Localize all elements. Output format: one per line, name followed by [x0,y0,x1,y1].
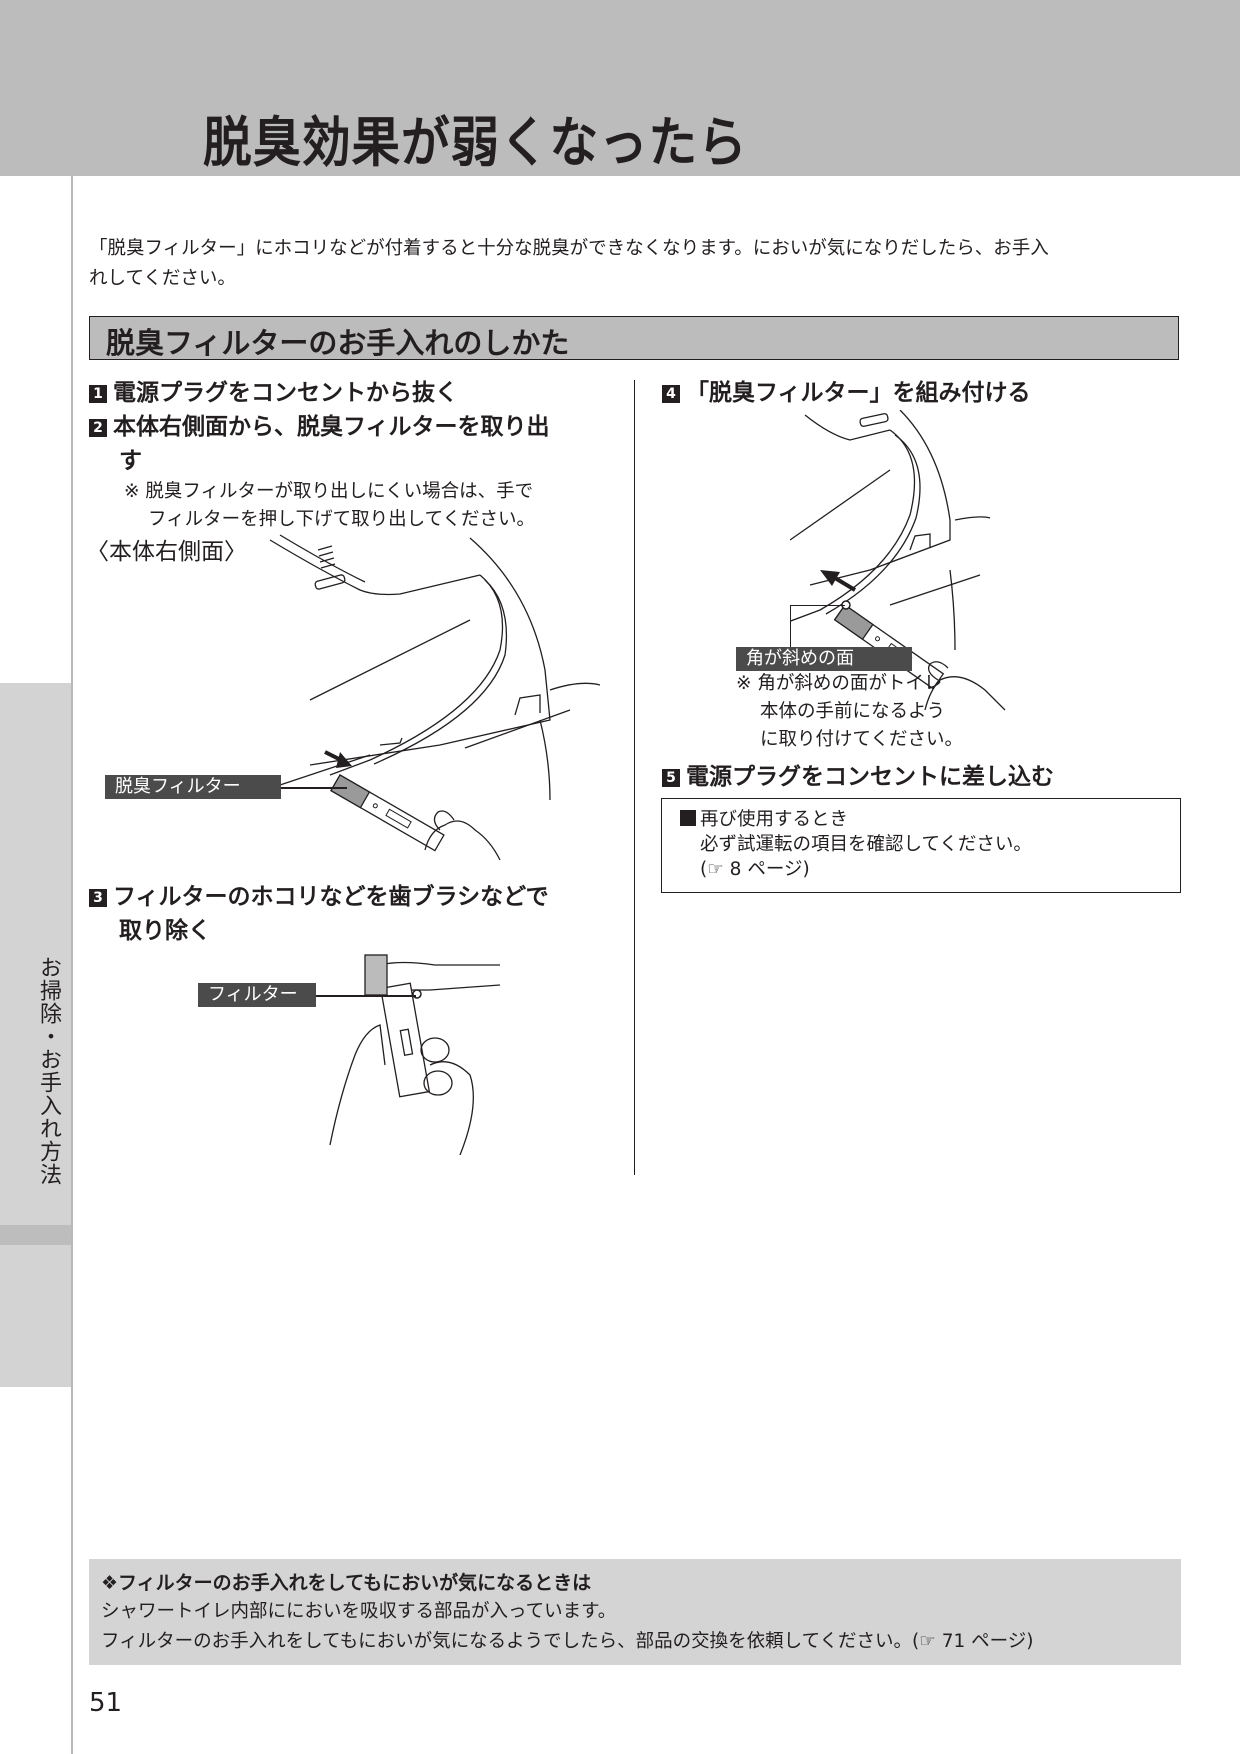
step-2-note: ※ 脱臭フィルターが取り出しにくい場合は、手で フィルターを押し下げて取り出して… [124,478,535,534]
note-line-2: 本体の手前になるよう [760,701,946,722]
step-4: 4 「脱臭フィルター」を組み付ける [662,376,1031,410]
reuse-info-box: 再び使用するとき 必ず試運転の項目を確認してください。 (☞ 8 ページ) [661,798,1181,893]
step-5: 5 電源プラグをコンセントに差し込む [662,760,1054,794]
step-number-badge: 5 [662,769,680,787]
step-text-continued: す [119,448,142,474]
intro-line-1: 「脱臭フィルター」にホコリなどが付着すると十分な脱臭ができなくなります。においが… [89,238,1049,259]
step-3: 3 フィルターのホコリなどを歯ブラシなどで 取り除く [89,880,629,948]
callout-angled-face: 角が斜めの面 [736,647,912,671]
step-2: 2 本体右側面から、脱臭フィルターを取り出 す [89,410,629,478]
page-number: 51 [89,1688,123,1718]
step-number-badge: 2 [89,419,107,437]
footer-note-line-2: フィルターのお手入れをしてもにおいが気になるようでしたら、部品の交換を依頼してく… [101,1631,1034,1652]
section-heading: 脱臭フィルターのお手入れのしかた [89,316,1179,360]
intro-paragraph: 「脱臭フィルター」にホコリなどが付着すると十分な脱臭ができなくなります。においが… [89,234,1189,294]
note-line-2: フィルターを押し下げて取り出してください。 [148,509,536,530]
figure-caption-right-side: 〈本体右側面〉 [86,539,247,565]
callout-leader-line [281,787,347,789]
filter-brushing-illustration [329,954,501,1155]
step-text-continued: 取り除く [119,918,211,944]
note-line-1: ※ 脱臭フィルターが取り出しにくい場合は、手で [124,481,534,502]
chapter-side-tab [0,683,71,1387]
step-number-badge: 3 [89,889,107,907]
step-text: 電源プラグをコンセントに差し込む [686,764,1054,790]
intro-line-2: れしてください。 [89,268,236,289]
reuse-box-line-1: 必ず試運転の項目を確認してください。 [700,834,1032,855]
chapter-side-tab-band [0,1225,71,1245]
page-title: 脱臭効果が弱くなったら [203,111,748,174]
callout-leader-line [316,995,416,997]
step-4-note: ※ 角が斜めの面がトイレ 本体の手前になるよう に取り付けてください。 [736,670,963,754]
step-number-badge: 4 [662,385,680,403]
callout-filter: フィルター [198,983,316,1007]
filter-install-illustration [790,410,1006,711]
step-text: フィルターのホコリなどを歯ブラシなどで [113,884,549,910]
callout-deodorizing-filter: 脱臭フィルター [105,775,281,799]
step-number-badge: 1 [89,385,107,403]
note-line-1: ※ 角が斜めの面がトイレ [736,673,943,694]
chapter-side-tab-label: お掃除・お手入れ方法 [36,956,61,1186]
reuse-box-title: 再び使用するとき [700,809,849,830]
square-bullet-icon [680,810,696,826]
step-text: 「脱臭フィルター」を組み付ける [686,380,1031,406]
filter-removal-illustration [269,534,600,861]
callout-leader-line [790,605,845,606]
callout-leader-line-vertical [790,605,791,647]
section-heading-text: 脱臭フィルターのお手入れのしかた [106,326,570,360]
footer-note-line-1: シャワートイレ内部ににおいを吸収する部品が入っています。 [101,1601,617,1622]
footer-note-box: ❖フィルターのお手入れをしてもにおいが気になるときは シャワートイレ内部ににおい… [89,1559,1181,1665]
step-text: 電源プラグをコンセントから抜く [113,380,458,406]
column-divider [634,380,635,1175]
note-line-3: に取り付けてください。 [760,729,963,750]
margin-rule [71,176,73,1754]
step-text: 本体右側面から、脱臭フィルターを取り出 [113,414,550,440]
reuse-box-page-reference: (☞ 8 ページ) [700,859,810,880]
footer-note-heading: ❖フィルターのお手入れをしてもにおいが気になるときは [101,1572,592,1594]
header-band [0,0,1240,176]
step-1: 1 電源プラグをコンセントから抜く [89,376,458,410]
